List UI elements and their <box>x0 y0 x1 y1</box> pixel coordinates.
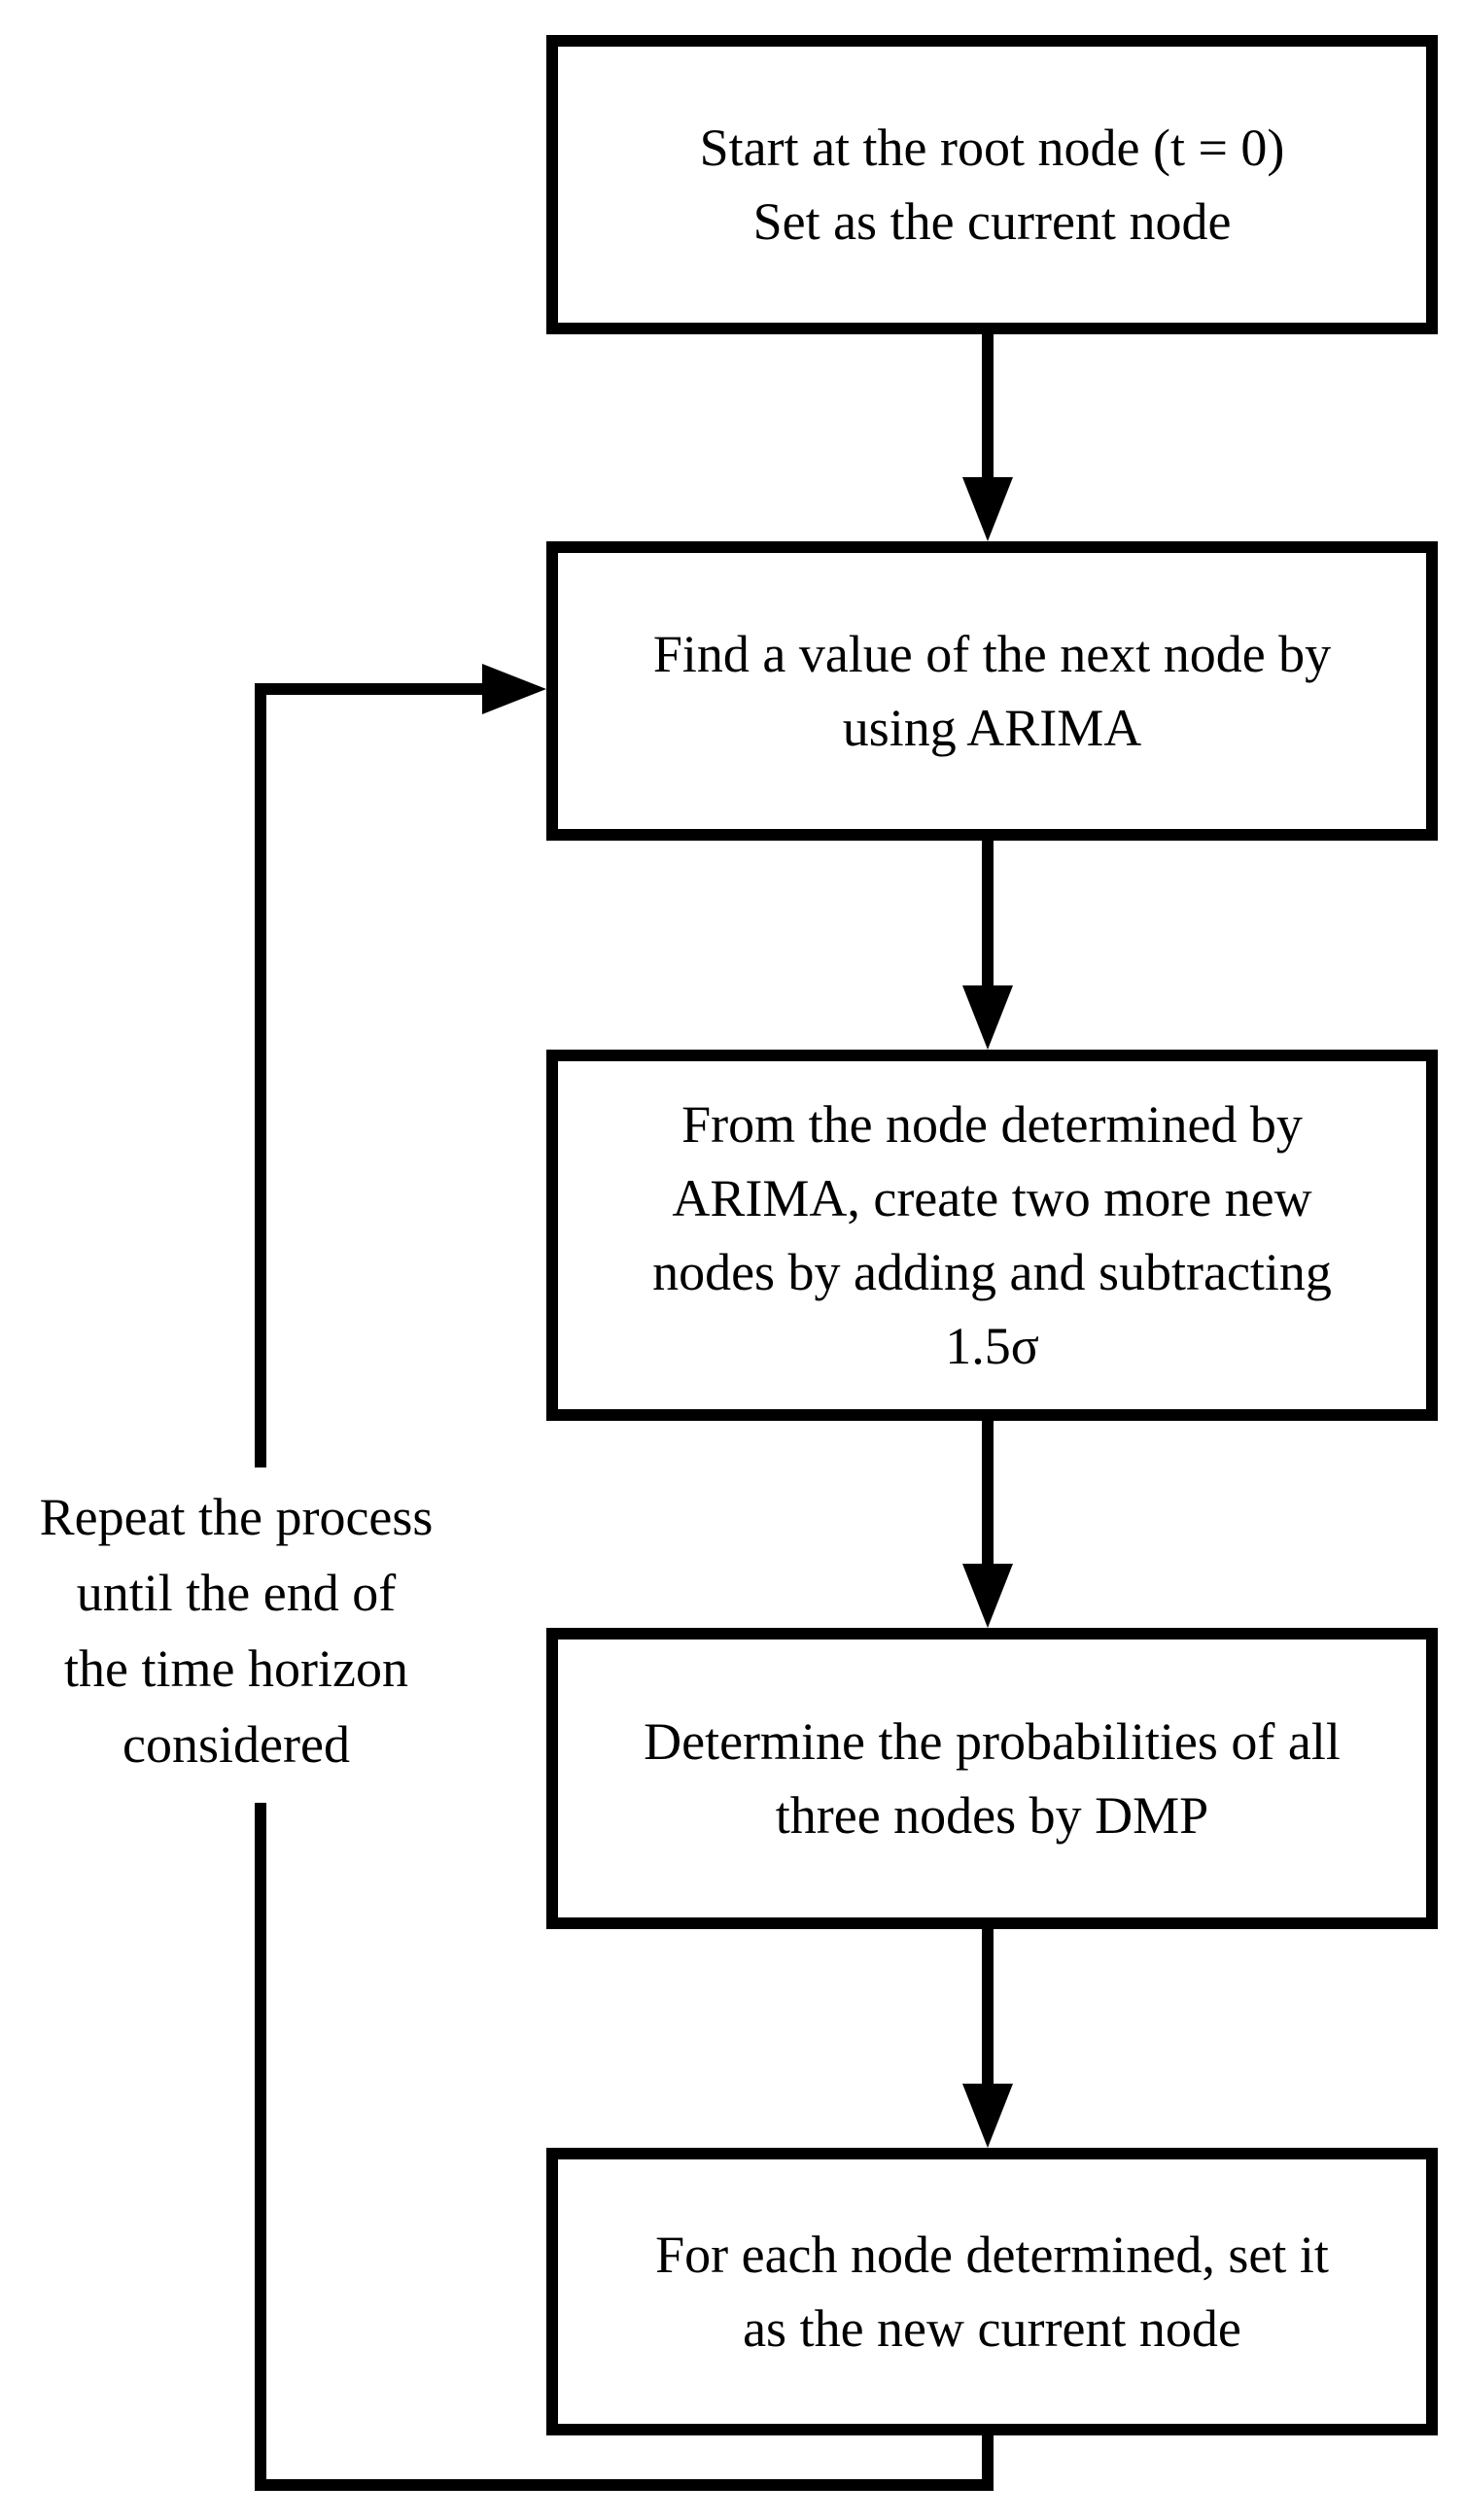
flow-step-set-current: For each node determined, set it as the … <box>546 2148 1438 2435</box>
flow-step-find-value-label: Find a value of the next node by using A… <box>652 625 1332 757</box>
loop-line-bottom <box>255 2479 994 2491</box>
arrow-down-4-icon <box>962 2084 1013 2148</box>
loop-arrow-right-icon <box>482 664 546 714</box>
loop-line-top <box>255 683 488 695</box>
arrow-2-stem <box>982 841 994 989</box>
arrow-down-2-icon <box>962 985 1013 1050</box>
arrow-3-stem <box>982 1421 994 1568</box>
flow-step-set-current-label: For each node determined, set it as the … <box>655 2226 1329 2358</box>
flow-step-probabilities: Determine the probabilities of all three… <box>546 1628 1438 1929</box>
loop-line-left-lower <box>255 1803 266 2491</box>
flow-step-probabilities-label: Determine the probabilities of all three… <box>644 1712 1341 1845</box>
loop-line-left-upper <box>255 683 266 1467</box>
flow-step-create-nodes: From the node determined by ARIMA, creat… <box>546 1050 1438 1421</box>
flow-step-start: Start at the root node (t = 0) Set as th… <box>546 35 1438 334</box>
arrow-4-stem <box>982 1929 994 2088</box>
flow-step-create-nodes-label: From the node determined by ARIMA, creat… <box>652 1095 1332 1375</box>
flow-step-find-value: Find a value of the next node by using A… <box>546 541 1438 841</box>
loop-line-descender <box>982 2435 994 2491</box>
flow-step-start-label: Start at the root node (t = 0) Set as th… <box>699 119 1285 251</box>
arrow-down-3-icon <box>962 1564 1013 1628</box>
loop-label: Repeat the process until the end of the … <box>39 1488 434 1774</box>
arrow-down-1-icon <box>962 477 1013 541</box>
arrow-1-stem <box>982 334 994 481</box>
